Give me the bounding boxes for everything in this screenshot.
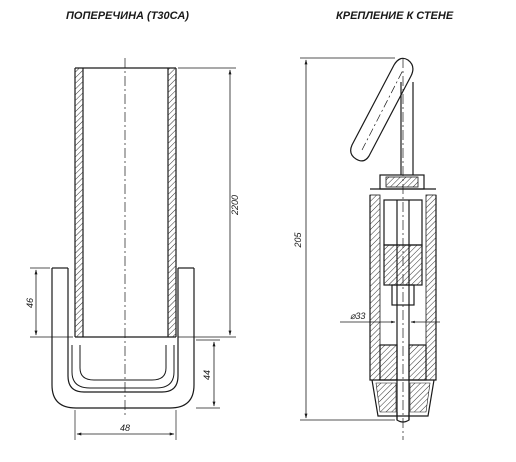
wall-mount-title: КРЕПЛЕНИЕ К СТЕНЕ bbox=[336, 10, 454, 22]
dimension-44: 44 bbox=[202, 370, 212, 380]
dimension-46: 46 bbox=[25, 298, 35, 308]
dimension-diameter-33: ⌀33 bbox=[350, 311, 365, 321]
wall-mount-drawing bbox=[300, 57, 440, 440]
crossbar-drawing bbox=[30, 58, 236, 440]
dimension-205: 205 bbox=[293, 232, 303, 249]
dimension-48: 48 bbox=[120, 423, 130, 433]
dimension-2200: 2200 bbox=[230, 195, 240, 216]
crossbar-title: ПОПЕРЕЧИНА (Т30СА) bbox=[66, 10, 189, 22]
